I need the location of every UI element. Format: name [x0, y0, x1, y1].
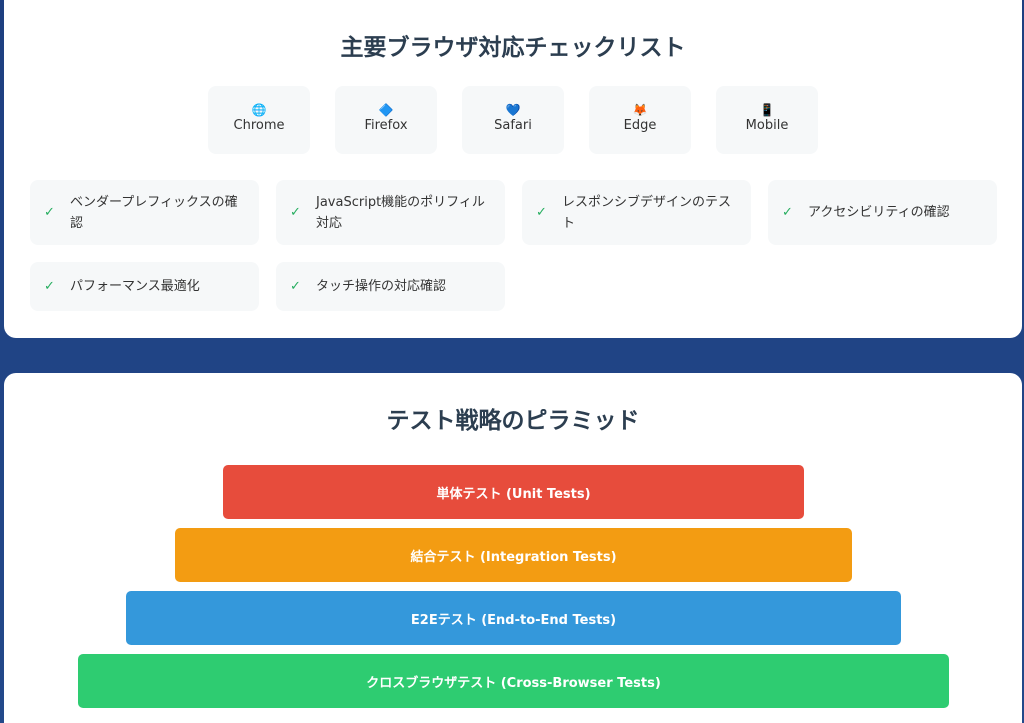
browser-name: Edge [623, 118, 657, 133]
check-item-label: タッチ操作の対応確認 [316, 279, 447, 294]
pyramid-title: テスト戦略のピラミッド [386, 408, 640, 434]
check-item-label: ベンダープレフィックスの確認 [70, 194, 238, 231]
fox-icon: 🦊 [632, 103, 648, 117]
check-item: ✓ ベンダープレフィックスの確認 [30, 180, 259, 245]
browser-name: Mobile [745, 118, 789, 133]
browser-chrome: 🌐Chrome [208, 86, 310, 154]
check-item-label: パフォーマンス最適化 [70, 279, 200, 294]
browser-mobile: 📱Mobile [716, 86, 818, 154]
check-item-label: JavaScript機能のポリフィル対応 [316, 194, 485, 231]
check-item: ✓ レスポンシブデザインのテスト [522, 180, 751, 245]
check-icon: ✓ [44, 205, 55, 220]
browser-checklist-card: 主要ブラウザ対応チェックリスト 🌐Chrome 🔷Firefox 💙Safari… [4, 0, 1022, 338]
check-item: ✓ JavaScript機能のポリフィル対応 [276, 180, 505, 245]
browser-safari: 💙Safari [462, 86, 564, 154]
browser-firefox: 🔷Firefox [335, 86, 437, 154]
checklist-title: 主要ブラウザ対応チェックリスト [340, 35, 686, 61]
check-icon: ✓ [290, 205, 301, 220]
check-icon: ✓ [290, 279, 301, 294]
phone-icon: 📱 [759, 103, 775, 117]
test-pyramid-card: テスト戦略のピラミッド 単体テスト (Unit Tests) 結合テスト (In… [4, 373, 1022, 723]
check-item-label: アクセシビリティの確認 [808, 205, 950, 220]
diamond-icon: 🔷 [378, 103, 394, 117]
check-icon: ✓ [536, 205, 547, 220]
pyramid-level-unit: 単体テスト (Unit Tests) [223, 465, 804, 519]
check-icon: ✓ [782, 205, 793, 220]
check-item: ✓ アクセシビリティの確認 [768, 180, 997, 245]
globe-icon: 🌐 [251, 103, 267, 117]
pyramid-level-cross-browser: クロスブラウザテスト (Cross-Browser Tests) [78, 654, 949, 708]
heart-icon: 💙 [505, 103, 521, 117]
browser-name: Safari [494, 118, 532, 133]
browser-name: Firefox [364, 118, 408, 133]
check-item: ✓ タッチ操作の対応確認 [276, 262, 505, 311]
check-item-label: レスポンシブデザインのテスト [562, 194, 732, 231]
checklist-items: ✓ ベンダープレフィックスの確認 ✓ JavaScript機能のポリフィル対応 ✓ レ… [30, 180, 997, 311]
browser-name: Chrome [233, 118, 285, 133]
check-item: ✓ パフォーマンス最適化 [30, 262, 259, 311]
pyramid-level-e2e: E2Eテスト (End-to-End Tests) [126, 591, 901, 645]
browser-edge: 🦊Edge [589, 86, 691, 154]
pyramid-level-integration: 結合テスト (Integration Tests) [175, 528, 852, 582]
check-icon: ✓ [44, 279, 55, 294]
browser-list: 🌐Chrome 🔷Firefox 💙Safari 🦊Edge 📱Mobile [208, 86, 818, 154]
